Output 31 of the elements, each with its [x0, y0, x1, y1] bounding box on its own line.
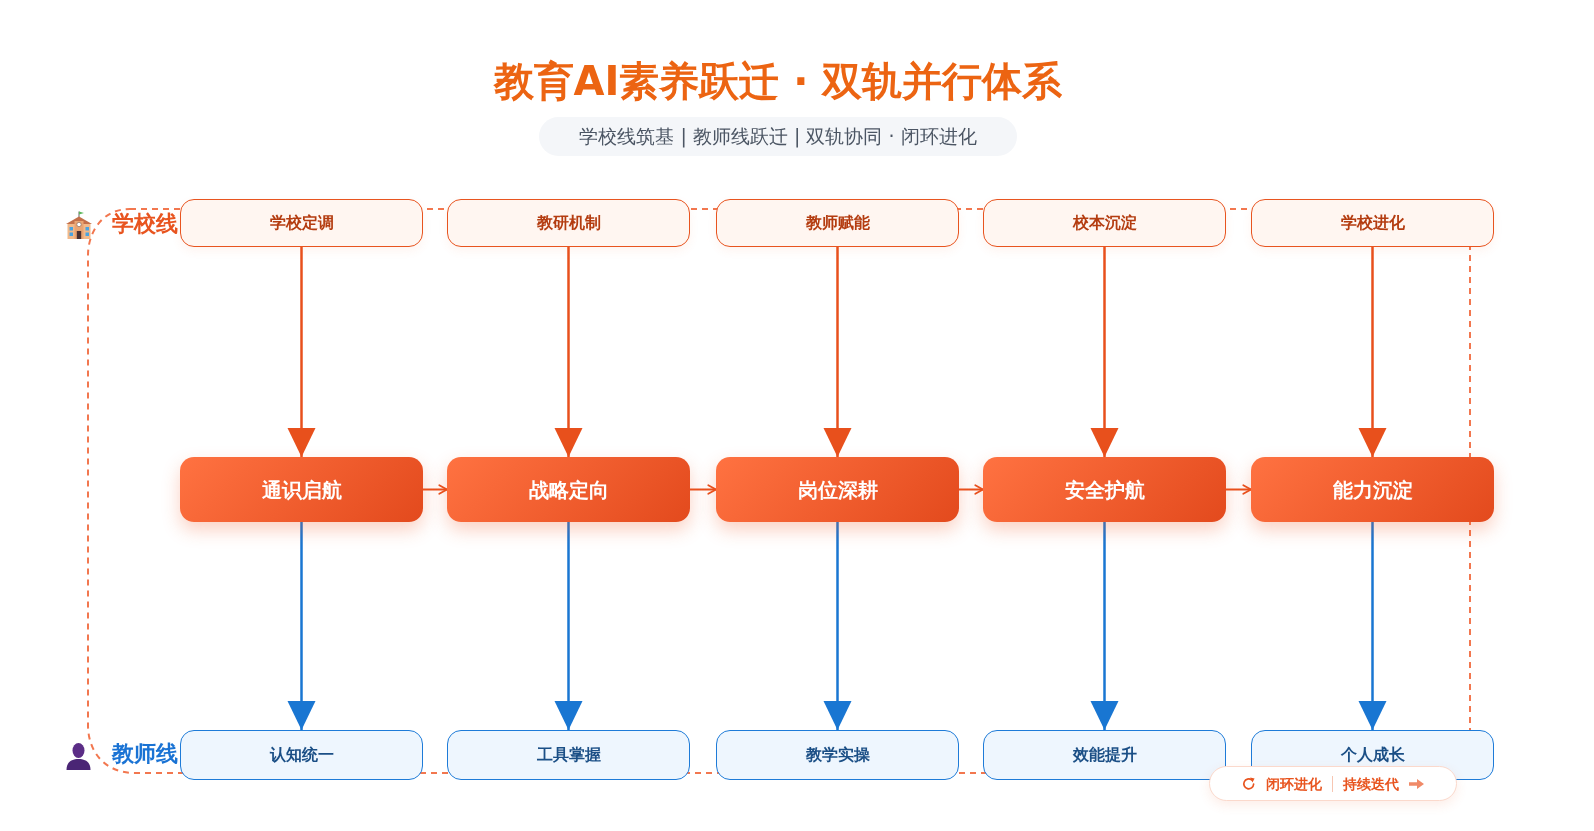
process-box: 安全护航 — [983, 457, 1226, 522]
process-box: 学校定调 — [180, 199, 423, 247]
process-box: 教研机制 — [447, 199, 690, 247]
arrow — [554, 247, 583, 457]
process-box: 效能提升 — [983, 730, 1226, 780]
process-box: 校本沉淀 — [983, 199, 1226, 247]
arrow — [1090, 247, 1119, 457]
process-box: 学校进化 — [1251, 199, 1494, 247]
arrow — [1090, 522, 1119, 730]
arrow — [823, 522, 852, 730]
arrow — [554, 522, 583, 730]
arrow — [689, 484, 717, 495]
process-box: 教学实操 — [716, 730, 959, 780]
arrow — [958, 484, 984, 495]
arrow — [823, 247, 852, 457]
arrow — [1358, 522, 1387, 730]
process-box: 能力沉淀 — [1251, 457, 1494, 522]
process-box: 认知统一 — [180, 730, 423, 780]
badge-pill — [1209, 766, 1457, 801]
arrow — [287, 247, 316, 457]
arrow — [1225, 484, 1252, 495]
process-box: 岗位深耕 — [716, 457, 959, 522]
arrow — [1358, 247, 1387, 457]
arrow — [422, 484, 448, 495]
process-box: 通识启航 — [180, 457, 423, 522]
arrow — [287, 522, 316, 730]
process-box: 工具掌握 — [447, 730, 690, 780]
process-box: 战略定向 — [447, 457, 690, 522]
subtitle-pill: 学校线筑基 | 教师线跃迁 | 双轨协同 · 闭环进化 — [539, 117, 1017, 156]
process-box: 教师赋能 — [716, 199, 959, 247]
title: 教育AI素养跃迁 · 双轨并行体系 — [492, 58, 1064, 104]
